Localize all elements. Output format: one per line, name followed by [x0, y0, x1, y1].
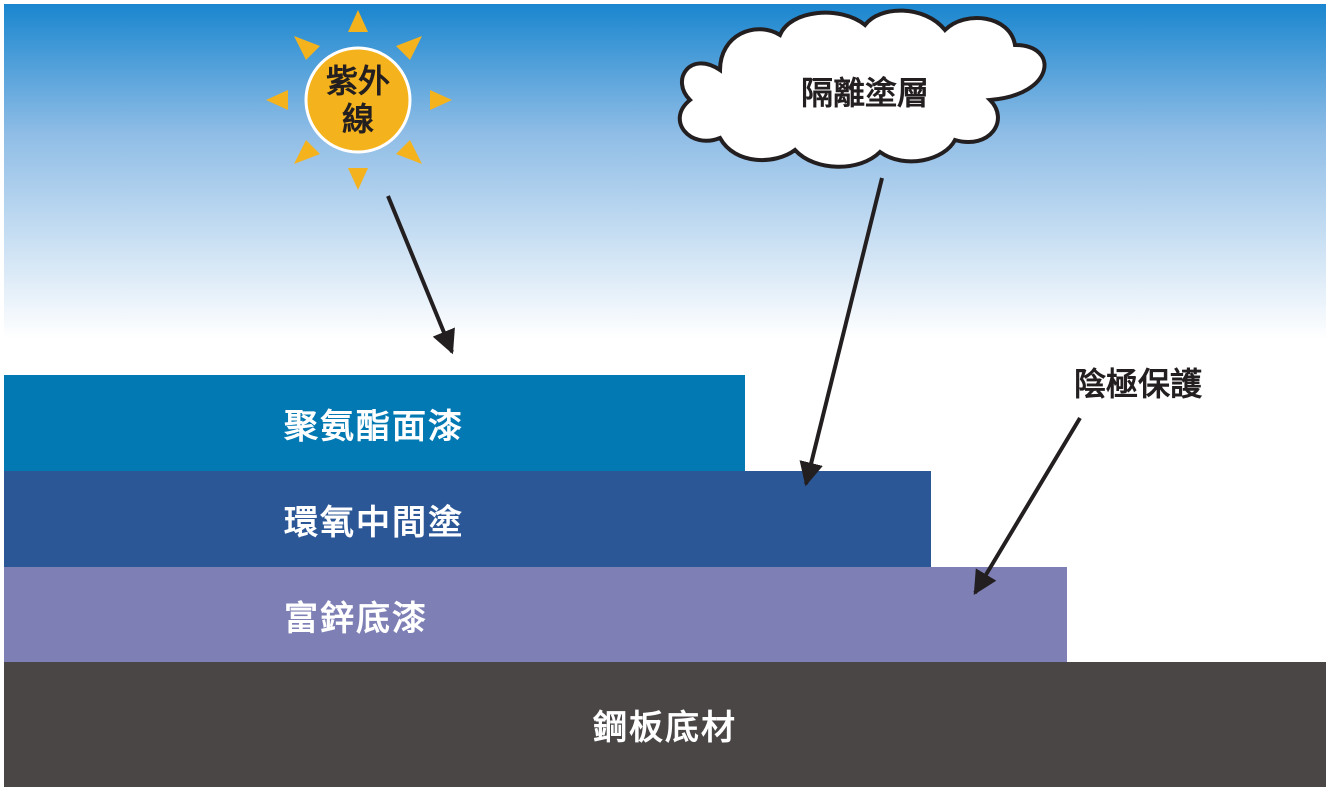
uv-arrow [386, 195, 455, 355]
sun-icon [266, 10, 452, 190]
isolation-arrow [799, 177, 884, 487]
steel-substrate-layer: 鋼板底材 [4, 662, 1326, 787]
substrate-label: 鋼板底材 [593, 708, 737, 748]
epoxy-intermediate-layer: 環氧中間塗 [4, 471, 931, 568]
primer-label: 富鋅底漆 [284, 598, 428, 639]
zinc-rich-primer-layer: 富鋅底漆 [4, 567, 1067, 663]
cathodic-arrow [973, 416, 1082, 596]
isolation-coating-label: 隔離塗層 [801, 74, 929, 112]
cathodic-protection-label: 陰極保護 [1074, 365, 1203, 403]
uv-label-line2: 線 [342, 100, 374, 138]
polyurethane-topcoat-layer: 聚氨酯面漆 [4, 375, 745, 472]
uv-label-line1: 紫外 [326, 62, 390, 100]
topcoat-label: 聚氨酯面漆 [284, 407, 464, 447]
midcoat-label: 環氧中間塗 [284, 503, 464, 543]
sky-background [4, 4, 1326, 376]
cloud-icon [677, 8, 1047, 169]
